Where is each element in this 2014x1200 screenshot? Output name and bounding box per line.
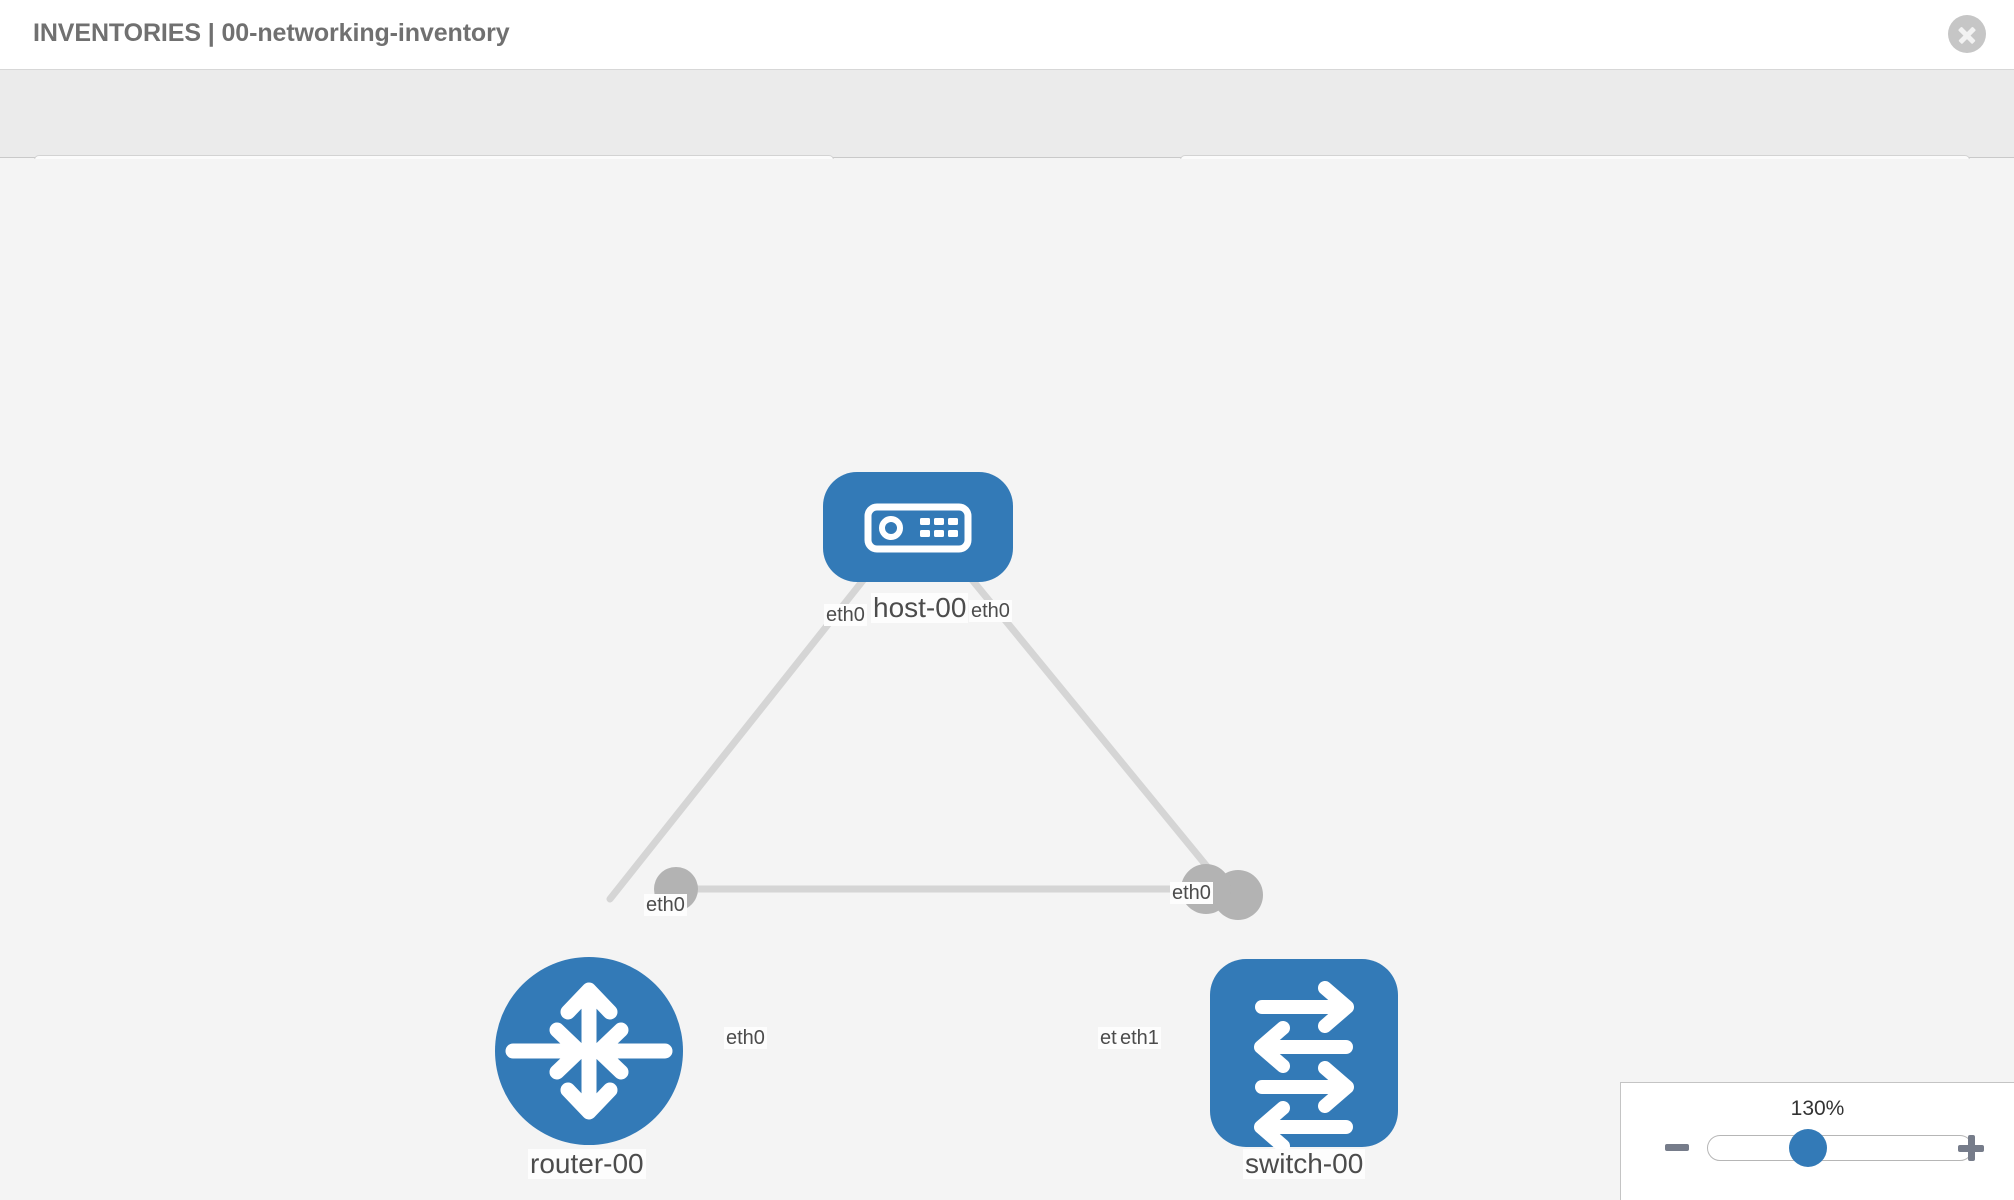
- zoom-level-label: 130%: [1790, 1097, 1845, 1120]
- iface-label: eth0: [824, 604, 867, 626]
- iface-label: eth0: [969, 600, 1012, 622]
- zoom-slider-thumb[interactable]: [1789, 1129, 1827, 1167]
- iface-label: eth0: [724, 1027, 767, 1049]
- toolbar: ACTIONS SEARCH: [0, 70, 2014, 207]
- topology-canvas[interactable]: eth0 eth0 eth0 eth0 eth0 eth0 eth1 host-…: [0, 159, 2014, 1200]
- node-label-switch-00: switch-00: [1243, 1148, 1366, 1179]
- iface-label: eth0: [1170, 882, 1213, 904]
- node-switch-00[interactable]: [1210, 959, 1398, 1153]
- minus-icon[interactable]: [1665, 1144, 1689, 1151]
- node-router-00[interactable]: [495, 957, 683, 1145]
- plus-icon[interactable]: [1958, 1135, 1984, 1161]
- iface-label: eth1: [1118, 1027, 1161, 1049]
- close-icon[interactable]: [1948, 15, 1986, 53]
- zoom-control-panel: 130%: [1620, 1082, 2014, 1200]
- topology-graph: [495, 472, 1398, 1153]
- node-host-00[interactable]: [823, 472, 1013, 582]
- page-header: INVENTORIES | 00-networking-inventory: [0, 0, 2014, 70]
- plus-icon-stroke-v: [1967, 1135, 1975, 1161]
- zoom-slider-track[interactable]: [1707, 1135, 1973, 1161]
- node-label-router-00: router-00: [528, 1148, 646, 1179]
- iface-label: eth0: [644, 894, 687, 916]
- page-title: INVENTORIES | 00-networking-inventory: [33, 19, 510, 47]
- node-label-host-00: host-00: [871, 592, 969, 623]
